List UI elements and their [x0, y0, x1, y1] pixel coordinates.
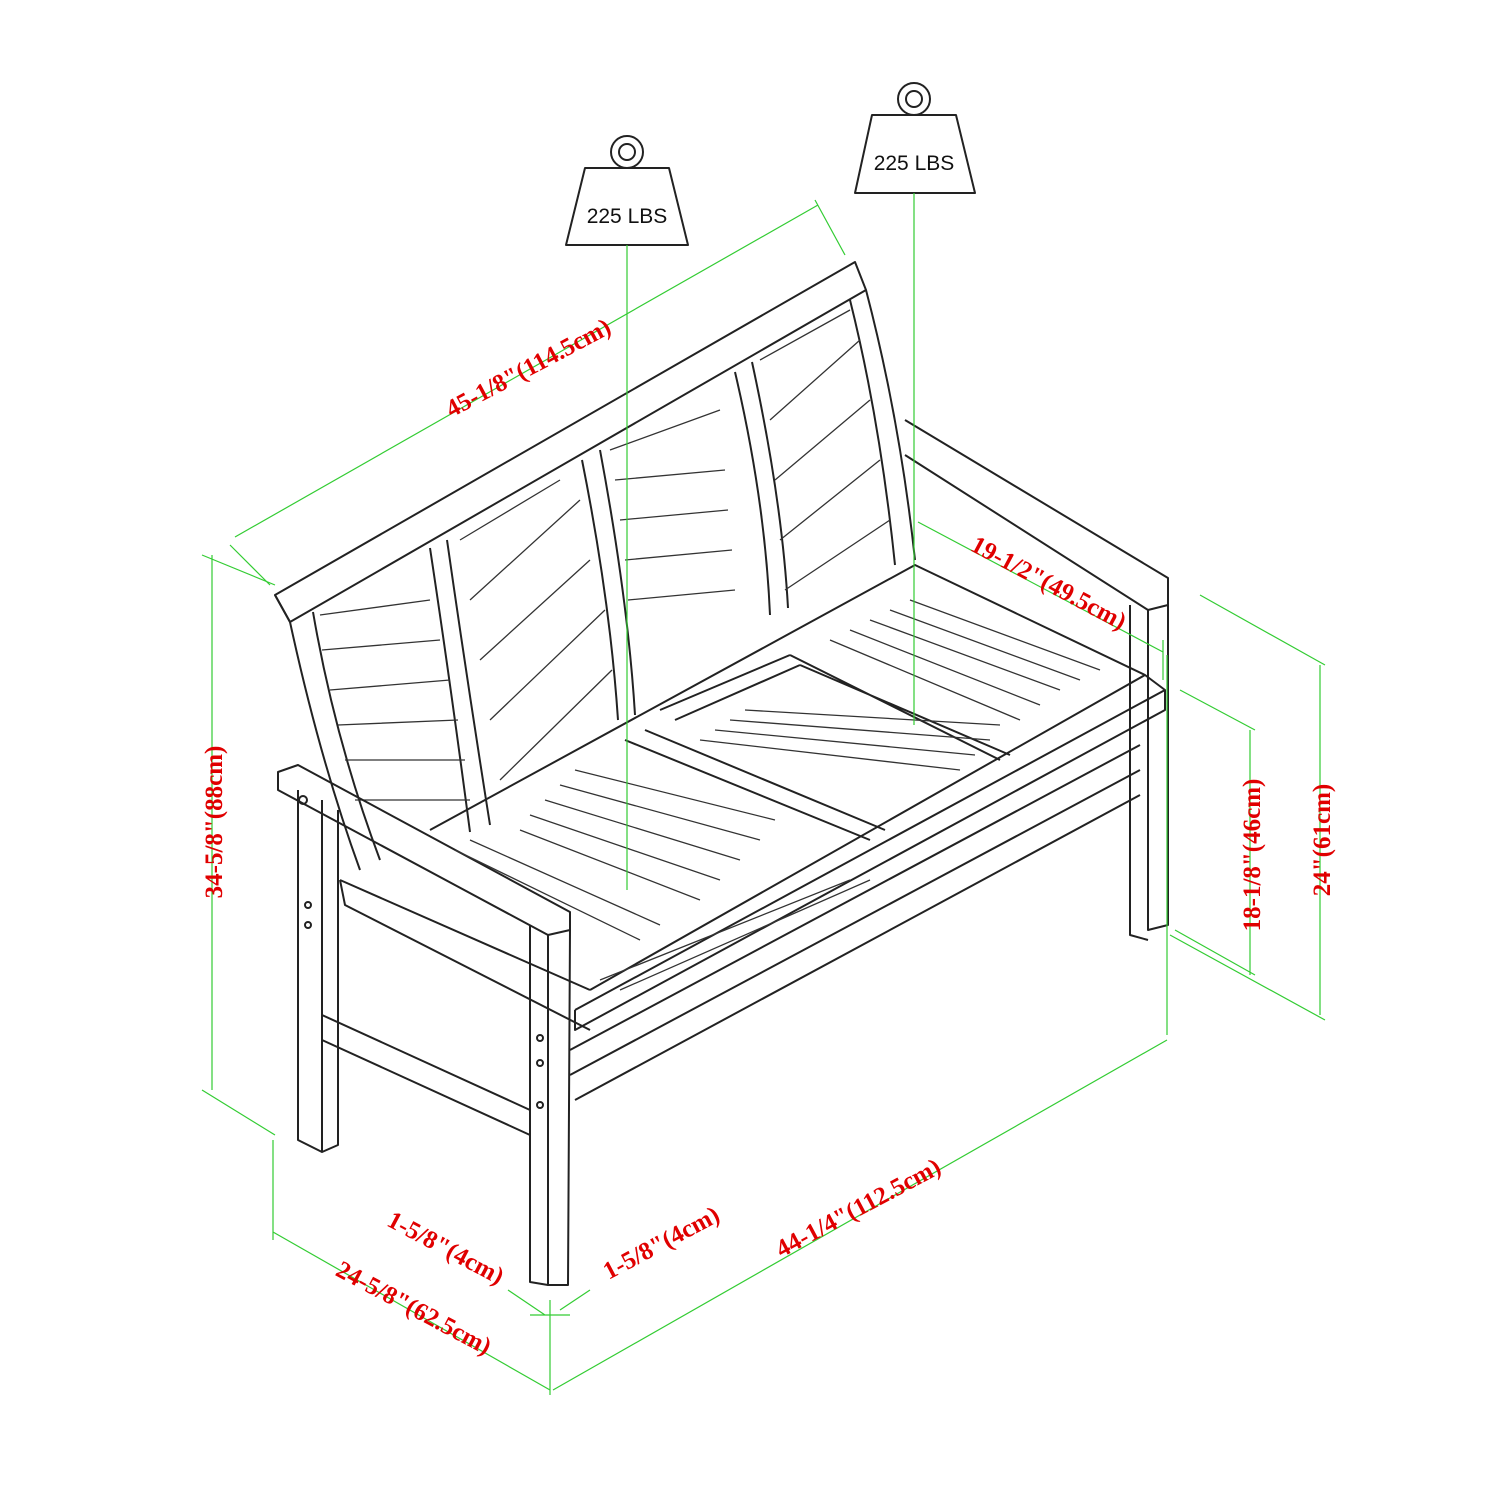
seat-slats	[454, 599, 1101, 991]
leg-width-left-label: 1-5/8"(4cm)	[383, 1206, 508, 1290]
dimension-lines	[201, 199, 1326, 1395]
weight-left-label: 225 LBS	[587, 205, 668, 228]
total-height-label: 34-5/8"(88cm)	[201, 746, 228, 899]
seat-height-label: 18-1/8"(46cm)	[1239, 779, 1266, 932]
weight-right-label: 225 LBS	[874, 152, 955, 175]
weight-right	[854, 82, 976, 725]
bench	[274, 261, 1169, 1286]
back-slats	[319, 309, 891, 801]
leg-width-right-label: 1-5/8"(4cm)	[599, 1201, 724, 1285]
total-width-label: 44-1/4"(112.5cm)	[772, 1154, 946, 1264]
arm-height-label: 24"(61cm)	[1309, 784, 1336, 896]
back-width-label: 45-1/8"(114.5cm)	[442, 314, 616, 424]
weight-left	[565, 135, 689, 890]
